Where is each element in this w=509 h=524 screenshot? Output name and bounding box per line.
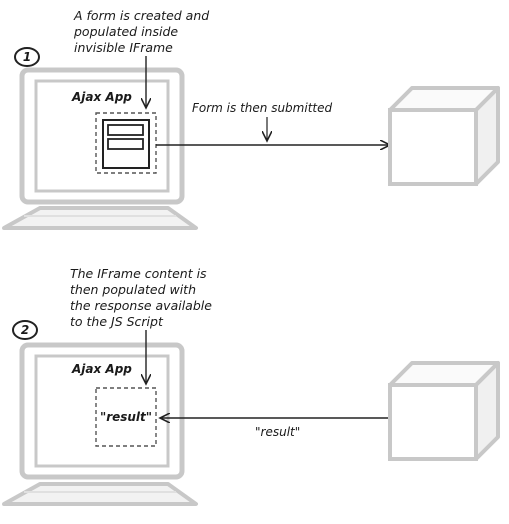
step-number-1: 1	[23, 50, 31, 64]
note-2-line-2: then populated with	[70, 282, 196, 297]
panel-1: 1 A form is created and populated inside…	[2, 8, 500, 230]
server-1-icon	[388, 86, 500, 186]
form-field-1	[107, 124, 144, 136]
step-number-2: 2	[21, 323, 29, 337]
app-label-2: Ajax App	[71, 362, 132, 376]
note-2: The IFrame content is then populated wit…	[70, 266, 212, 329]
submit-arrow-label: Form is then submitted	[192, 101, 332, 115]
server-2-icon	[388, 361, 500, 461]
invisible-iframe-1	[95, 112, 157, 174]
invisible-iframe-2: "result"	[95, 387, 157, 447]
note-1-line-1: A form is created and	[73, 8, 209, 23]
note-1-line-3: invisible IFrame	[74, 40, 173, 55]
note-2-line-1: The IFrame content is	[70, 266, 207, 281]
app-label-1: Ajax App	[71, 90, 132, 104]
response-arrow-label: "result"	[255, 425, 300, 439]
note-1-line-2: populated inside	[73, 24, 178, 39]
iframe-result-text: "result"	[100, 410, 152, 424]
panel-2: 2 The IFrame content is then populated w…	[2, 266, 500, 506]
step-number-1-badge: 1	[14, 47, 40, 67]
note-1: A form is created and populated inside i…	[73, 8, 209, 55]
note-2-line-4: to the JS Script	[70, 314, 164, 329]
step-number-2-badge: 2	[12, 320, 38, 340]
note-2-line-3: the response available	[70, 298, 212, 313]
form-field-2	[107, 138, 144, 150]
